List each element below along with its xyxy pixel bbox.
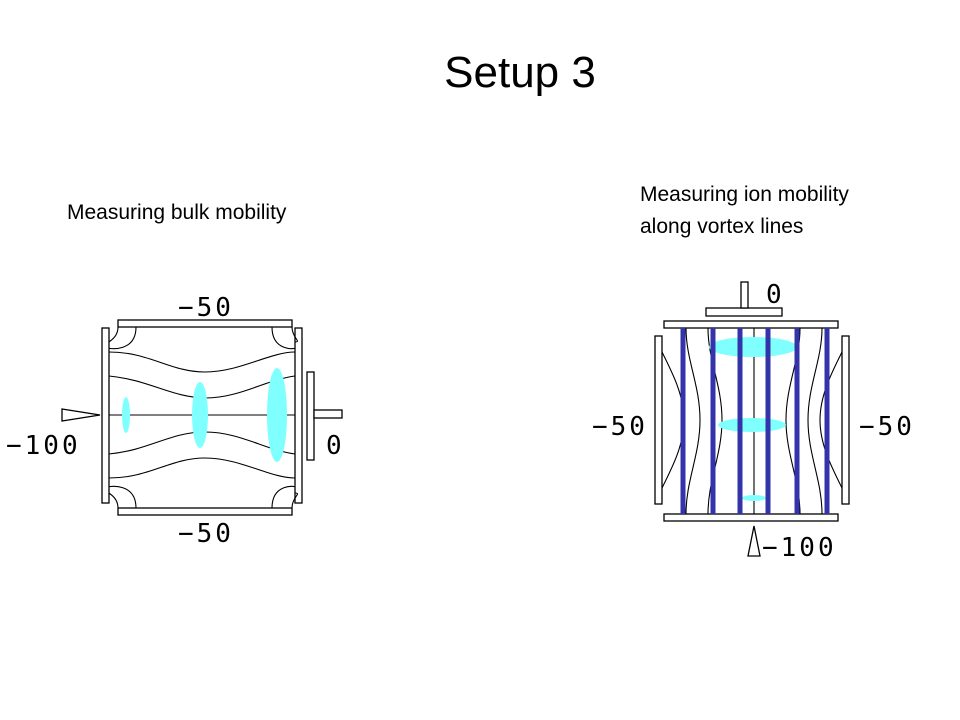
slide-title: Setup 3 — [444, 48, 596, 97]
left-top-electrode — [117, 319, 293, 328]
left-label-left: −100 — [6, 431, 81, 461]
right-caption: Measuring ion mobility along vortex line… — [640, 179, 849, 243]
left-bottom-electrode — [117, 507, 293, 516]
right-caption-line1: Measuring ion mobility — [640, 183, 849, 206]
left-ion-cloud-2 — [192, 382, 208, 448]
right-ion-cloud-2 — [718, 418, 786, 432]
right-collector-stem — [740, 281, 749, 309]
right-caption-line2: along vortex lines — [640, 215, 804, 238]
left-caption: Measuring bulk mobility — [67, 201, 287, 224]
left-ion-source-icon — [61, 408, 101, 422]
right-label-right: −50 — [859, 412, 915, 442]
right-ion-source-icon — [747, 525, 761, 557]
right-left-electrode — [654, 335, 663, 505]
left-diagram — [61, 319, 343, 516]
left-collector-stem — [313, 409, 343, 419]
left-label-right: 0 — [326, 431, 345, 461]
left-left-electrode — [101, 327, 110, 504]
right-label-bottom: −100 — [762, 533, 837, 563]
vortex-lines — [680, 328, 830, 514]
left-label-bottom: −50 — [178, 519, 234, 549]
right-right-electrode — [841, 335, 850, 505]
right-ion-cloud-1 — [709, 337, 797, 357]
left-collector-plate — [306, 371, 315, 461]
right-label-left: −50 — [592, 412, 648, 442]
right-top-electrode — [663, 320, 839, 329]
right-bottom-electrode — [663, 513, 839, 522]
left-ion-cloud-3 — [267, 368, 287, 462]
left-right-electrode — [294, 327, 303, 504]
left-label-top: −50 — [178, 293, 234, 323]
right-label-top: 0 — [766, 280, 785, 310]
left-ion-cloud-1 — [122, 397, 130, 433]
right-ion-cloud-3 — [742, 495, 766, 501]
right-diagram — [654, 281, 850, 557]
